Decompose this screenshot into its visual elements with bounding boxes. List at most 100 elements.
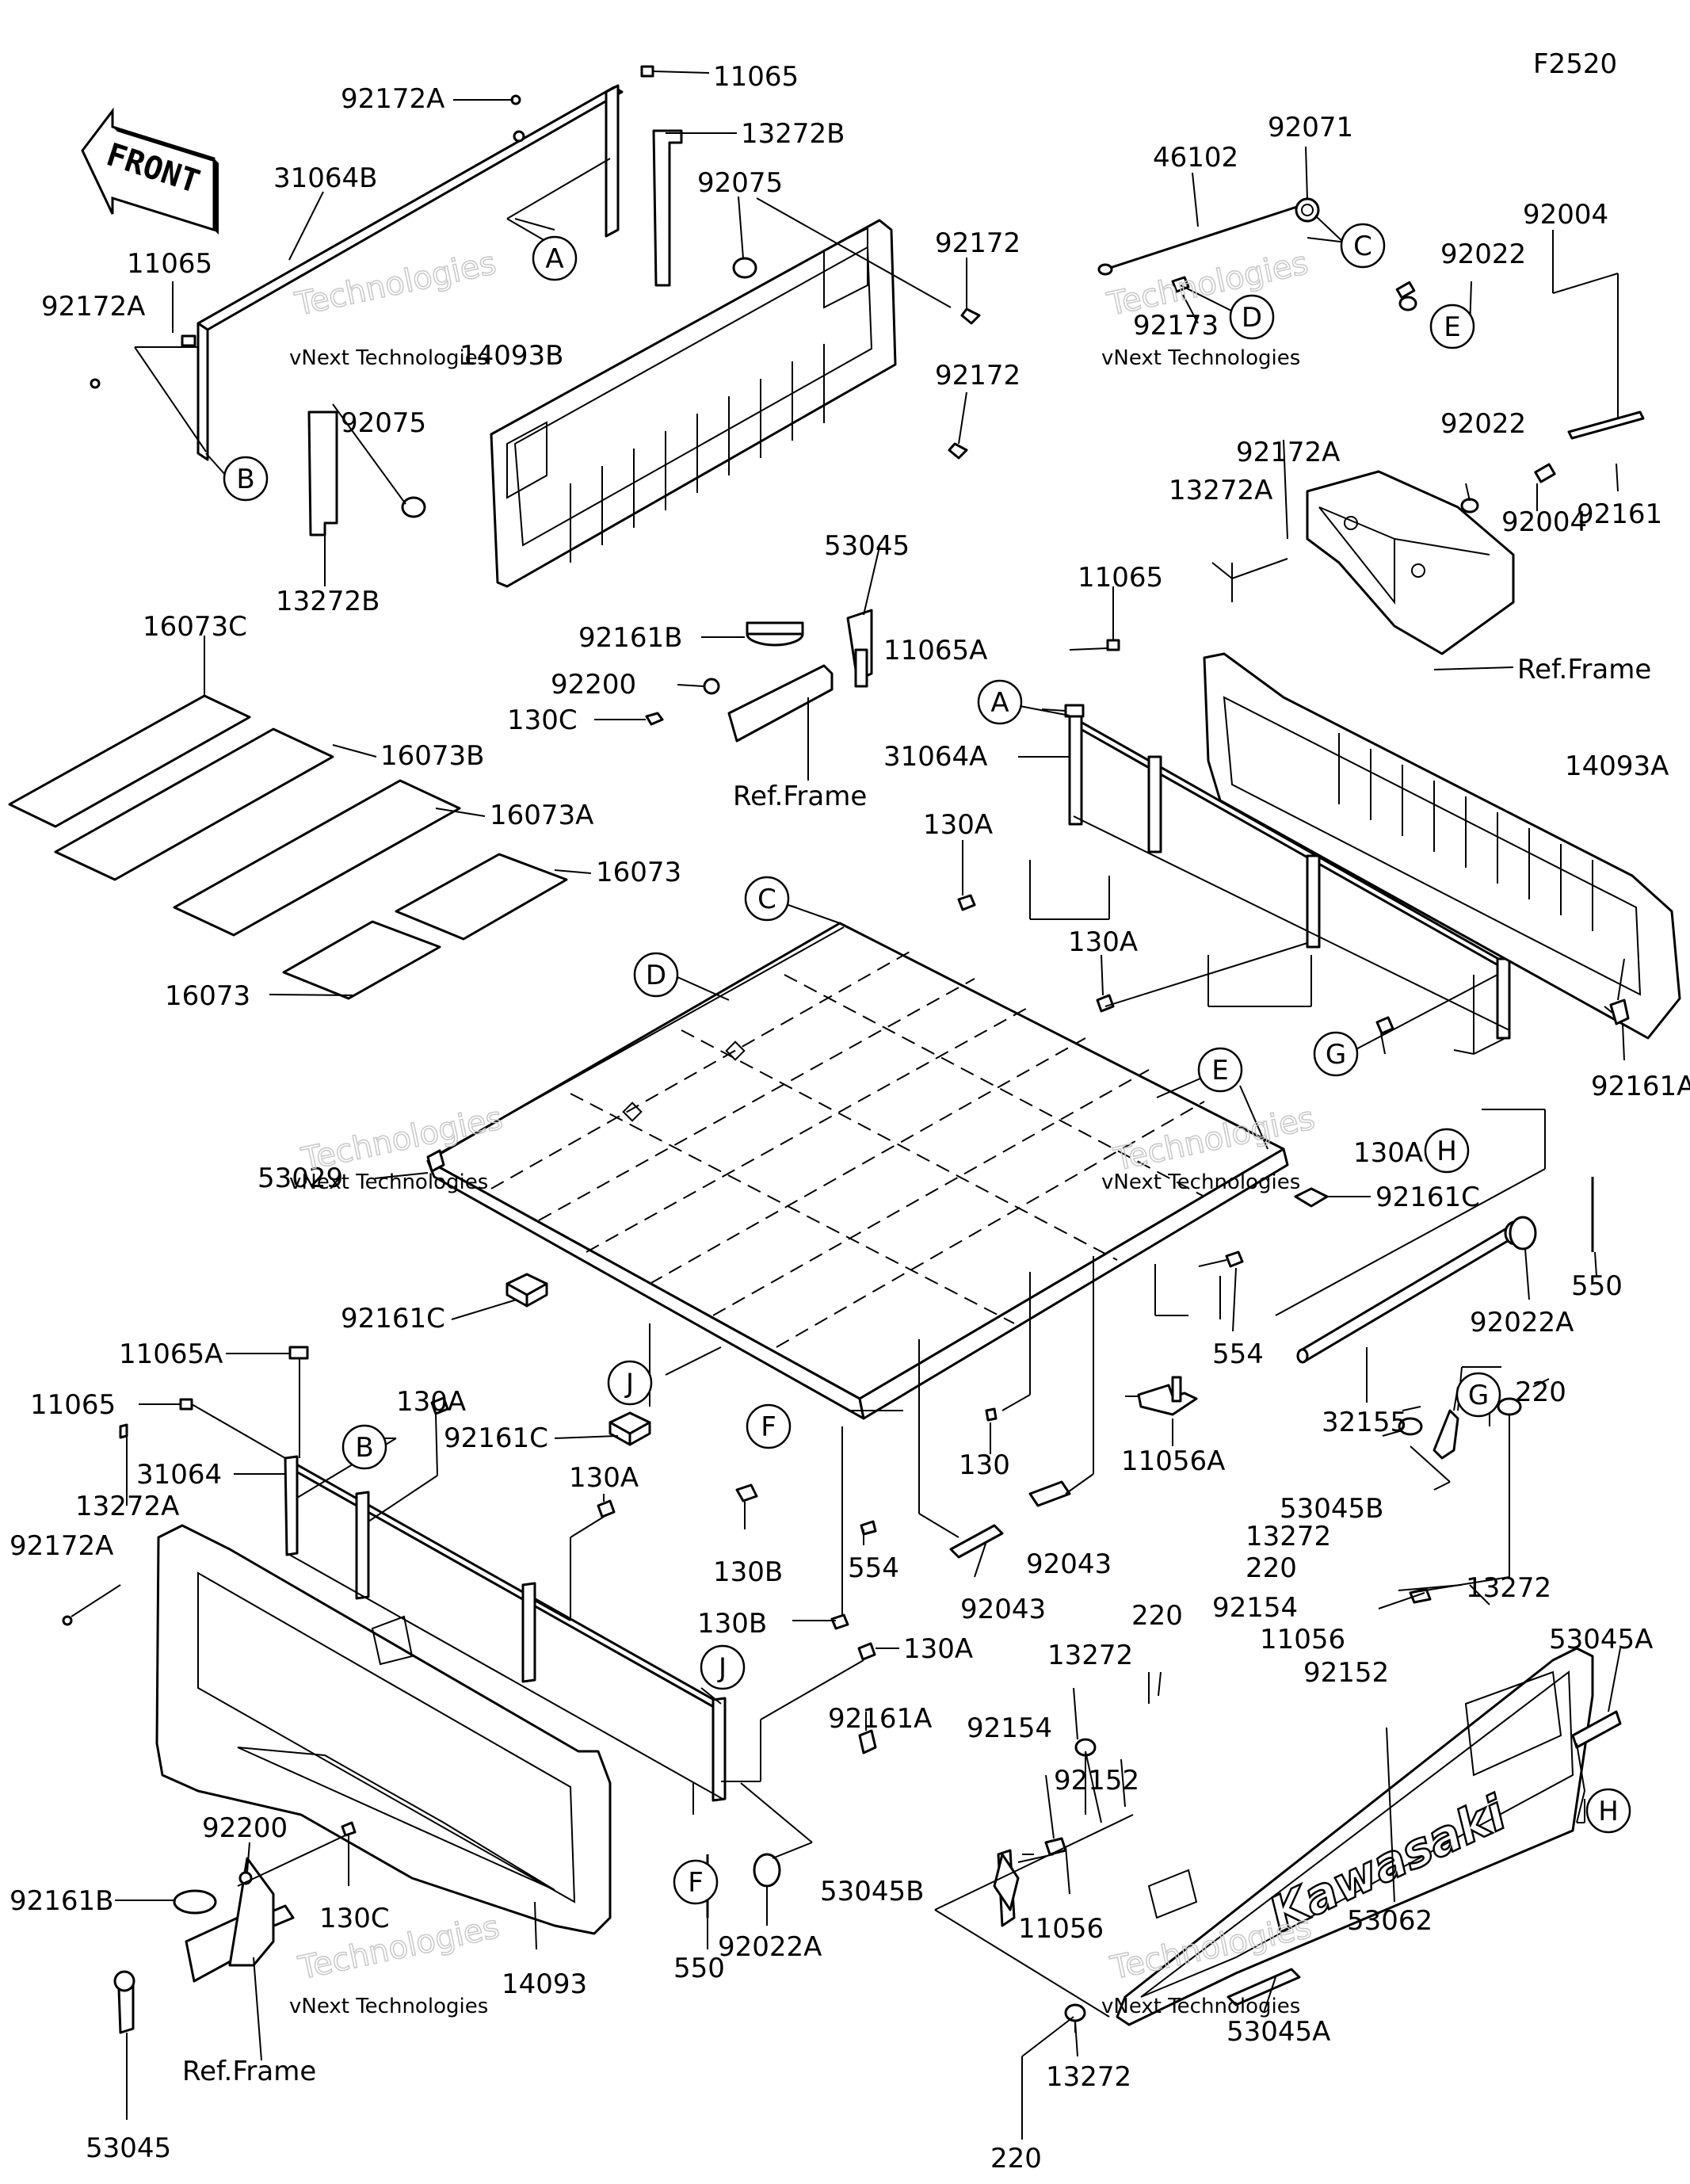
label-130a: 130A [923,809,993,841]
callout-d-bed: D [633,952,679,998]
callout-h-right: H [1424,1128,1470,1174]
label-92173: 92173 [1133,310,1219,342]
label-16073b: 16073B [380,740,484,772]
callout-d-top: D [1229,294,1275,340]
label-92200: 92200 [551,669,636,701]
label-130c: 130C [507,704,578,736]
screw-92172a-lower [62,1615,73,1626]
tailgate-hardware [993,1397,1622,2022]
latch-53045-lower [113,1857,295,2034]
label-16073: 16073 [165,980,250,1012]
svg-text:vNext Technologies: vNext Technologies [1101,1995,1300,2018]
label-92022a: 92022A [1470,1307,1574,1338]
front-arrow-icon: FRONT [81,107,219,235]
svg-text:G: G [1468,1380,1489,1411]
svg-text:A: A [990,687,1009,719]
label-ref-frame: Ref.Frame [182,2056,316,2087]
label-13272: 13272 [1466,1572,1551,1604]
label-130a: 130A [1068,926,1138,958]
cable-46102 [1097,197,1320,293]
label-92022: 92022 [1440,239,1526,270]
clip-11065-right [1106,639,1120,651]
label-13272b: 13272B [276,586,380,617]
callout-circles: A B C D E A C D E G H J F B J F G H [223,223,1631,1905]
callout-b-top: B [223,456,269,502]
hinge-parts [735,1250,1244,1630]
label-130a: 130A [569,1462,639,1494]
callout-g-lower: G [1455,1372,1501,1418]
label-14093: 14093 [502,1968,587,2000]
label-92161c: 92161C [341,1303,445,1334]
label-53062: 53062 [1347,1905,1432,1937]
label-13272: 13272 [1046,2061,1131,2093]
label-92071: 92071 [1268,112,1353,143]
svg-text:C: C [757,884,776,915]
bolt-130a-l2 [597,1499,616,1518]
label-92161b: 92161B [578,622,682,654]
label-92161a: 92161A [828,1703,932,1735]
washer-92022a-right [1509,1216,1537,1250]
rail-31064b [181,84,624,461]
callout-e-bed: E [1197,1047,1243,1093]
label-220: 220 [1131,1600,1183,1632]
label-130a: 130A [903,1633,973,1665]
label-11056: 11056 [1018,1913,1104,1945]
svg-text:vNext Technologies: vNext Technologies [289,1995,488,2018]
label-92161c: 92161C [444,1422,548,1454]
label-16073a: 16073A [490,800,593,831]
svg-text:E: E [1211,1055,1228,1086]
side-panel-14093a [1203,652,1681,1040]
label-92172a: 92172A [10,1530,113,1562]
label-11065: 11065 [30,1389,116,1421]
bracket-13272a-left [119,1423,128,1439]
callout-h-lower: H [1585,1788,1631,1834]
latch-53045-upper [645,609,873,743]
svg-text:F: F [761,1411,776,1443]
label-11065: 11065 [1078,562,1163,594]
side-panel-14093 [155,1524,612,1935]
mat-16073-left [282,920,441,1000]
label-92004: 92004 [1523,199,1608,231]
label-130c: 130C [319,1903,390,1934]
label-53045b: 53045B [1280,1493,1383,1525]
label-13272: 13272 [1047,1640,1133,1671]
label-31064: 31064 [136,1459,222,1491]
label-92172: 92172 [935,360,1020,391]
rubber-92161a-left [858,1729,877,1754]
screw-92172a-left [90,378,101,389]
svg-text:J: J [717,1652,727,1684]
label-92172a: 92172A [41,291,145,323]
label-92161c: 92161C [1375,1182,1480,1213]
label-13272a: 13272A [75,1491,179,1522]
mat-16073c [8,694,251,828]
callout-g-right: G [1313,1031,1359,1077]
label-ref-frame: Ref.Frame [733,781,867,812]
label-92075: 92075 [341,407,426,439]
clip-11065a-left [288,1346,309,1360]
bracket-13272b-lower [307,410,338,536]
mat-16073-right [395,853,568,941]
bolt-130a-l1 [430,1396,449,1415]
callout-c-top: C [1340,223,1386,269]
label-ref-frame: Ref.Frame [1517,654,1651,685]
label-92161b: 92161B [10,1885,113,1917]
ref-frame-upper-right [1306,470,1515,655]
label-130b: 130B [697,1608,767,1640]
svg-text:B: B [236,464,254,495]
callout-a-top: A [532,235,578,281]
label-13272a: 13272A [1169,475,1272,506]
label-11065a: 11065A [883,635,987,666]
label-92161a: 92161A [1591,1071,1690,1102]
grommet-92075-upper [732,257,757,279]
pin-92004-92161-assembly [1395,281,1645,514]
label-130b: 130B [713,1556,783,1588]
label-11056: 11056 [1260,1624,1345,1655]
label-220: 220 [990,2143,1042,2174]
label-92172a: 92172A [341,83,444,115]
label-11065: 11065 [127,248,212,280]
label-550: 550 [673,1953,725,1984]
svg-text:D: D [1242,302,1262,334]
label-53045a: 53045A [1549,1624,1653,1655]
label-92152: 92152 [1303,1657,1389,1689]
label-92172: 92172 [935,227,1020,259]
